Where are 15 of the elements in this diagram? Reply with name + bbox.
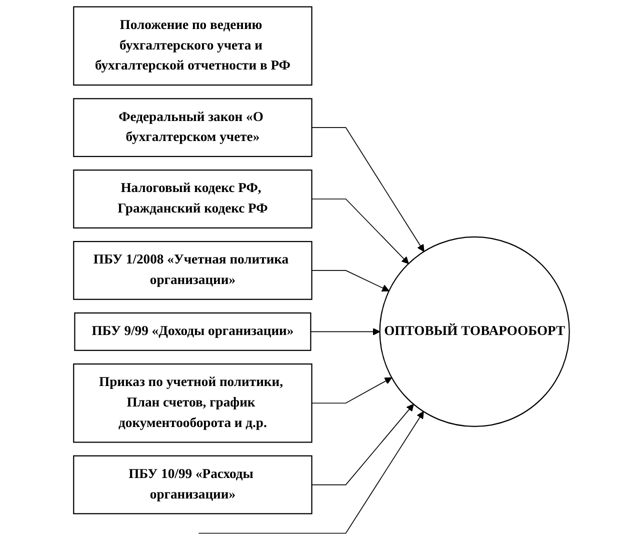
- node-box: ПБУ 10/99 «Расходы организации»: [73, 455, 312, 514]
- arrow: [311, 127, 424, 252]
- node-box: Федеральный закон «О бухгалтерском учете»: [73, 98, 312, 158]
- node-box: Приказ по учетной политики, План счетов, график документооборота и д.р.: [73, 363, 312, 443]
- node-box: ПБУ 1/2008 «Учетная политика организации»: [73, 240, 312, 300]
- arrow: [310, 328, 380, 336]
- node-circle: ОПТОВЫЙ ТОВАРООБОРТ: [379, 236, 570, 427]
- node-box: ПБУ 9/99 «Доходы организации»: [74, 312, 312, 351]
- node-box: Положение по ведению бухгалтерского учета и бухгалтерской отчетности в РФ: [73, 6, 312, 86]
- arrow: [311, 198, 409, 264]
- node-box: Налоговый кодекс РФ, Гражданский кодекс РФ: [73, 170, 312, 228]
- arrow: [311, 377, 392, 404]
- arrow: [198, 411, 424, 534]
- arrow: [311, 270, 390, 292]
- arrow: [311, 404, 414, 486]
